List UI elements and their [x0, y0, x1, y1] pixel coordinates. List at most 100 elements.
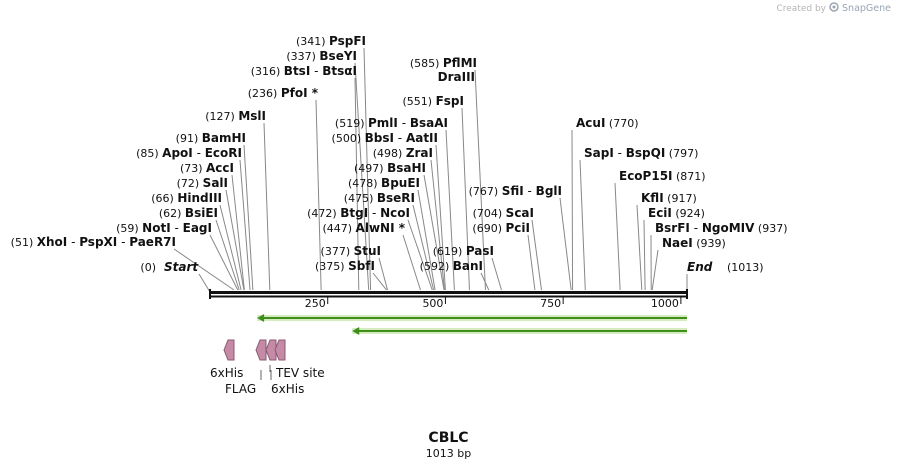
feature-label[interactable]: 6xHis [271, 382, 304, 396]
cut-site-label[interactable]: (551) FspI [403, 94, 464, 108]
enzyme-name[interactable]: FspI [436, 94, 464, 108]
cut-site-position: (59) [116, 222, 142, 235]
cut-site-label[interactable]: (127) MslI [205, 109, 266, 123]
cut-site-label[interactable]: (585) PflMI [410, 56, 477, 70]
enzyme-name[interactable]: BtgI [340, 206, 368, 220]
enzyme-name[interactable]: SapI [584, 146, 614, 160]
enzyme-name[interactable]: XhoI [37, 235, 68, 249]
orf-arrow[interactable] [352, 327, 687, 335]
cut-site-label[interactable]: (592) BanI [420, 259, 483, 273]
enzyme-name[interactable]: AccI [206, 161, 234, 175]
enzyme-name[interactable]: BanI [453, 259, 483, 273]
enzyme-name[interactable]: NotI [142, 221, 171, 235]
enzyme-name[interactable]: BsrFI [655, 221, 690, 235]
enzyme-name[interactable]: NgoMIV [702, 221, 755, 235]
enzyme-name[interactable]: PciI [506, 221, 531, 235]
cut-site-position: (585) [410, 57, 443, 70]
cut-site-label[interactable]: (341) PspFI [296, 34, 366, 48]
cut-site-label[interactable]: (377) StuI [321, 244, 381, 258]
cut-site-label[interactable]: NaeI (939) [662, 236, 726, 250]
enzyme-name[interactable]: ZraI [406, 146, 433, 160]
cut-site-label[interactable]: (619) PasI [433, 244, 494, 258]
cut-site-label[interactable]: KflI (917) [641, 191, 697, 205]
enzyme-name[interactable]: PflMI [443, 56, 477, 70]
cut-site-label[interactable]: BsrFI - NgoMIV (937) [655, 221, 788, 235]
cut-site-label[interactable]: (73) AccI [180, 161, 234, 175]
enzyme-name[interactable]: StuI [354, 244, 381, 258]
cut-site-label[interactable]: (72) SalI [177, 176, 228, 190]
cut-site-label[interactable]: EcoP15I (871) [619, 169, 706, 183]
cut-site-label[interactable]: (704) ScaI [473, 206, 534, 220]
enzyme-name[interactable]: EciI [648, 206, 672, 220]
enzyme-name[interactable]: PspXI [79, 235, 117, 249]
cut-site-label[interactable]: (375) SbfI [315, 259, 375, 273]
enzyme-name[interactable]: BsaAI [410, 116, 448, 130]
orf-arrow[interactable] [257, 314, 687, 322]
enzyme-name[interactable]: KflI [641, 191, 664, 205]
enzyme-name[interactable]: DraIII [438, 70, 475, 84]
cut-site-label[interactable]: (497) BsaHI [354, 161, 426, 175]
cut-site-label[interactable]: (91) BamHI [176, 131, 246, 145]
cut-site-label[interactable]: (337) BseYI [286, 49, 357, 63]
cut-site-label[interactable]: (85) ApoI - EcoRI [136, 146, 242, 160]
enzyme-name[interactable]: SalI [203, 176, 228, 190]
cut-site-label[interactable]: (475) BseRI [344, 191, 415, 205]
enzyme-name[interactable]: BsaHI [387, 161, 426, 175]
enzyme-name[interactable]: PasI [466, 244, 494, 258]
feature-label[interactable]: FLAG [225, 382, 256, 396]
feature-label[interactable]: TEV site [275, 366, 325, 380]
enzyme-name[interactable]: NaeI [662, 236, 693, 250]
enzyme-name[interactable]: HindIII [177, 191, 222, 205]
enzyme-name[interactable]: AatII [406, 131, 438, 145]
enzyme-name[interactable]: EagI [183, 221, 212, 235]
enzyme-name[interactable]: SfiI [502, 184, 524, 198]
backbone-bottom-strand[interactable] [210, 295, 687, 298]
cut-site-label[interactable]: AcuI (770) [576, 116, 639, 130]
enzyme-name[interactable]: EcoP15I [619, 169, 673, 183]
cut-site-label[interactable]: (500) BbsI - AatII [332, 131, 438, 145]
cut-site-label[interactable]: (66) HindIII [151, 191, 222, 205]
enzyme-name[interactable]: PaeR7I [129, 235, 176, 249]
cut-site-label[interactable]: (59) NotI - EagI [116, 221, 212, 235]
enzyme-name[interactable]: BspQI [626, 146, 666, 160]
enzyme-name[interactable]: BseRI [377, 191, 415, 205]
feature-label[interactable]: 6xHis [210, 366, 243, 380]
enzyme-name[interactable]: BsiEI [185, 206, 218, 220]
backbone-top-strand[interactable] [210, 291, 687, 294]
enzyme-name[interactable]: BglI [536, 184, 562, 198]
enzyme-name[interactable]: BpuEI [381, 176, 420, 190]
enzyme-name[interactable]: BtsαI [322, 64, 357, 78]
cut-site-label[interactable]: (62) BsiEI [159, 206, 218, 220]
cut-site-label[interactable]: (447) AlwNI * [322, 221, 405, 235]
feature-shape[interactable] [255, 339, 267, 361]
enzyme-name[interactable]: PspFI [329, 34, 366, 48]
enzyme-name[interactable]: BamHI [202, 131, 246, 145]
cut-site-label[interactable]: (498) ZraI [373, 146, 433, 160]
enzyme-name[interactable]: AlwNI * [356, 221, 406, 235]
enzyme-name[interactable]: BbsI [365, 131, 394, 145]
enzyme-name[interactable]: NcoI [380, 206, 410, 220]
cut-site-label[interactable]: (316) BtsI - BtsαI [251, 64, 357, 78]
cut-site-label[interactable]: (519) PmlI - BsaAI [335, 116, 448, 130]
feature-shape[interactable] [274, 339, 286, 361]
enzyme-name[interactable]: BseYI [319, 49, 357, 63]
enzyme-name[interactable]: SbfI [348, 259, 375, 273]
cut-site-label[interactable]: (472) BtgI - NcoI [307, 206, 410, 220]
enzyme-name[interactable]: MslI [238, 109, 266, 123]
enzyme-name[interactable]: AcuI [576, 116, 605, 130]
cut-site-label[interactable]: SapI - BspQI (797) [584, 146, 698, 160]
feature-shape[interactable] [223, 339, 235, 361]
cut-site-label[interactable]: (690) PciI [472, 221, 530, 235]
enzyme-name[interactable]: BtsI [284, 64, 311, 78]
cut-site-label[interactable]: (51) XhoI - PspXI - PaeR7I [11, 235, 176, 249]
cut-site-label[interactable]: (236) PfoI * [248, 86, 319, 100]
enzyme-name[interactable]: EcoRI [205, 146, 242, 160]
enzyme-name[interactable]: ApoI [162, 146, 193, 160]
enzyme-name[interactable]: PfoI * [281, 86, 319, 100]
cut-site-label[interactable]: (478) BpuEI [348, 176, 420, 190]
cut-site-connector [430, 159, 445, 291]
cut-site-label[interactable]: (767) SfiI - BglI [469, 184, 562, 198]
enzyme-name[interactable]: ScaI [506, 206, 534, 220]
cut-site-label[interactable]: EciI (924) [648, 206, 705, 220]
enzyme-name[interactable]: PmlI [368, 116, 398, 130]
